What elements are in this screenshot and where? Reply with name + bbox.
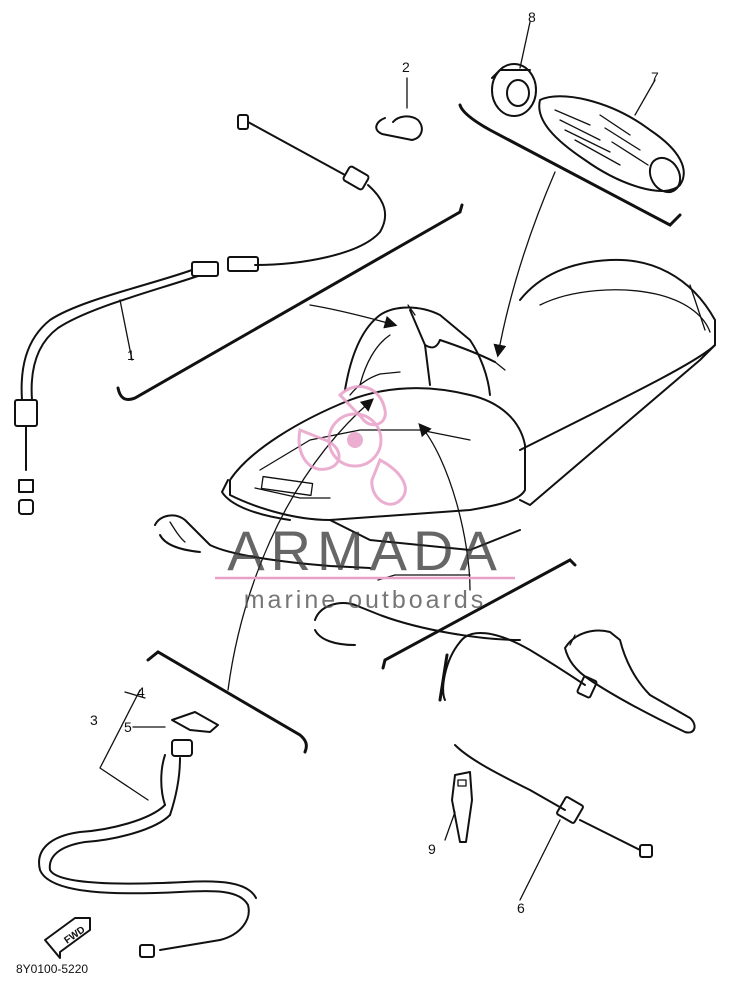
- callout-3: 3: [90, 712, 98, 728]
- callout-4: 4: [137, 684, 145, 700]
- snowmobile-body: [154, 258, 716, 646]
- callout-7: 7: [651, 69, 659, 85]
- leader-arrows: [227, 171, 556, 691]
- lever-cable-part: [438, 629, 696, 901]
- throttle-cable-part: [14, 114, 387, 515]
- part-code: 8Y0100-5220: [16, 962, 88, 976]
- tag-part: [444, 771, 473, 843]
- callout-9: 9: [428, 841, 436, 857]
- clip-part: [375, 77, 423, 141]
- watermark: ARMADA marine outboards: [215, 519, 515, 614]
- watermark-logo-icon: [297, 385, 407, 506]
- bracket-lines: [116, 103, 682, 754]
- fwd-label: FWD: [62, 924, 87, 946]
- callout-6: 6: [517, 900, 525, 916]
- fwd-arrow-icon: [44, 917, 91, 959]
- grip-part: [491, 21, 685, 194]
- watermark-title: ARMADA: [227, 519, 503, 582]
- callout-2: 2: [402, 59, 410, 75]
- callout-8: 8: [528, 9, 536, 25]
- callout-1: 1: [127, 347, 135, 363]
- watermark-subtitle: marine outboards: [244, 586, 487, 614]
- callout-5: 5: [124, 719, 132, 735]
- speedometer-cable-part: [38, 689, 257, 958]
